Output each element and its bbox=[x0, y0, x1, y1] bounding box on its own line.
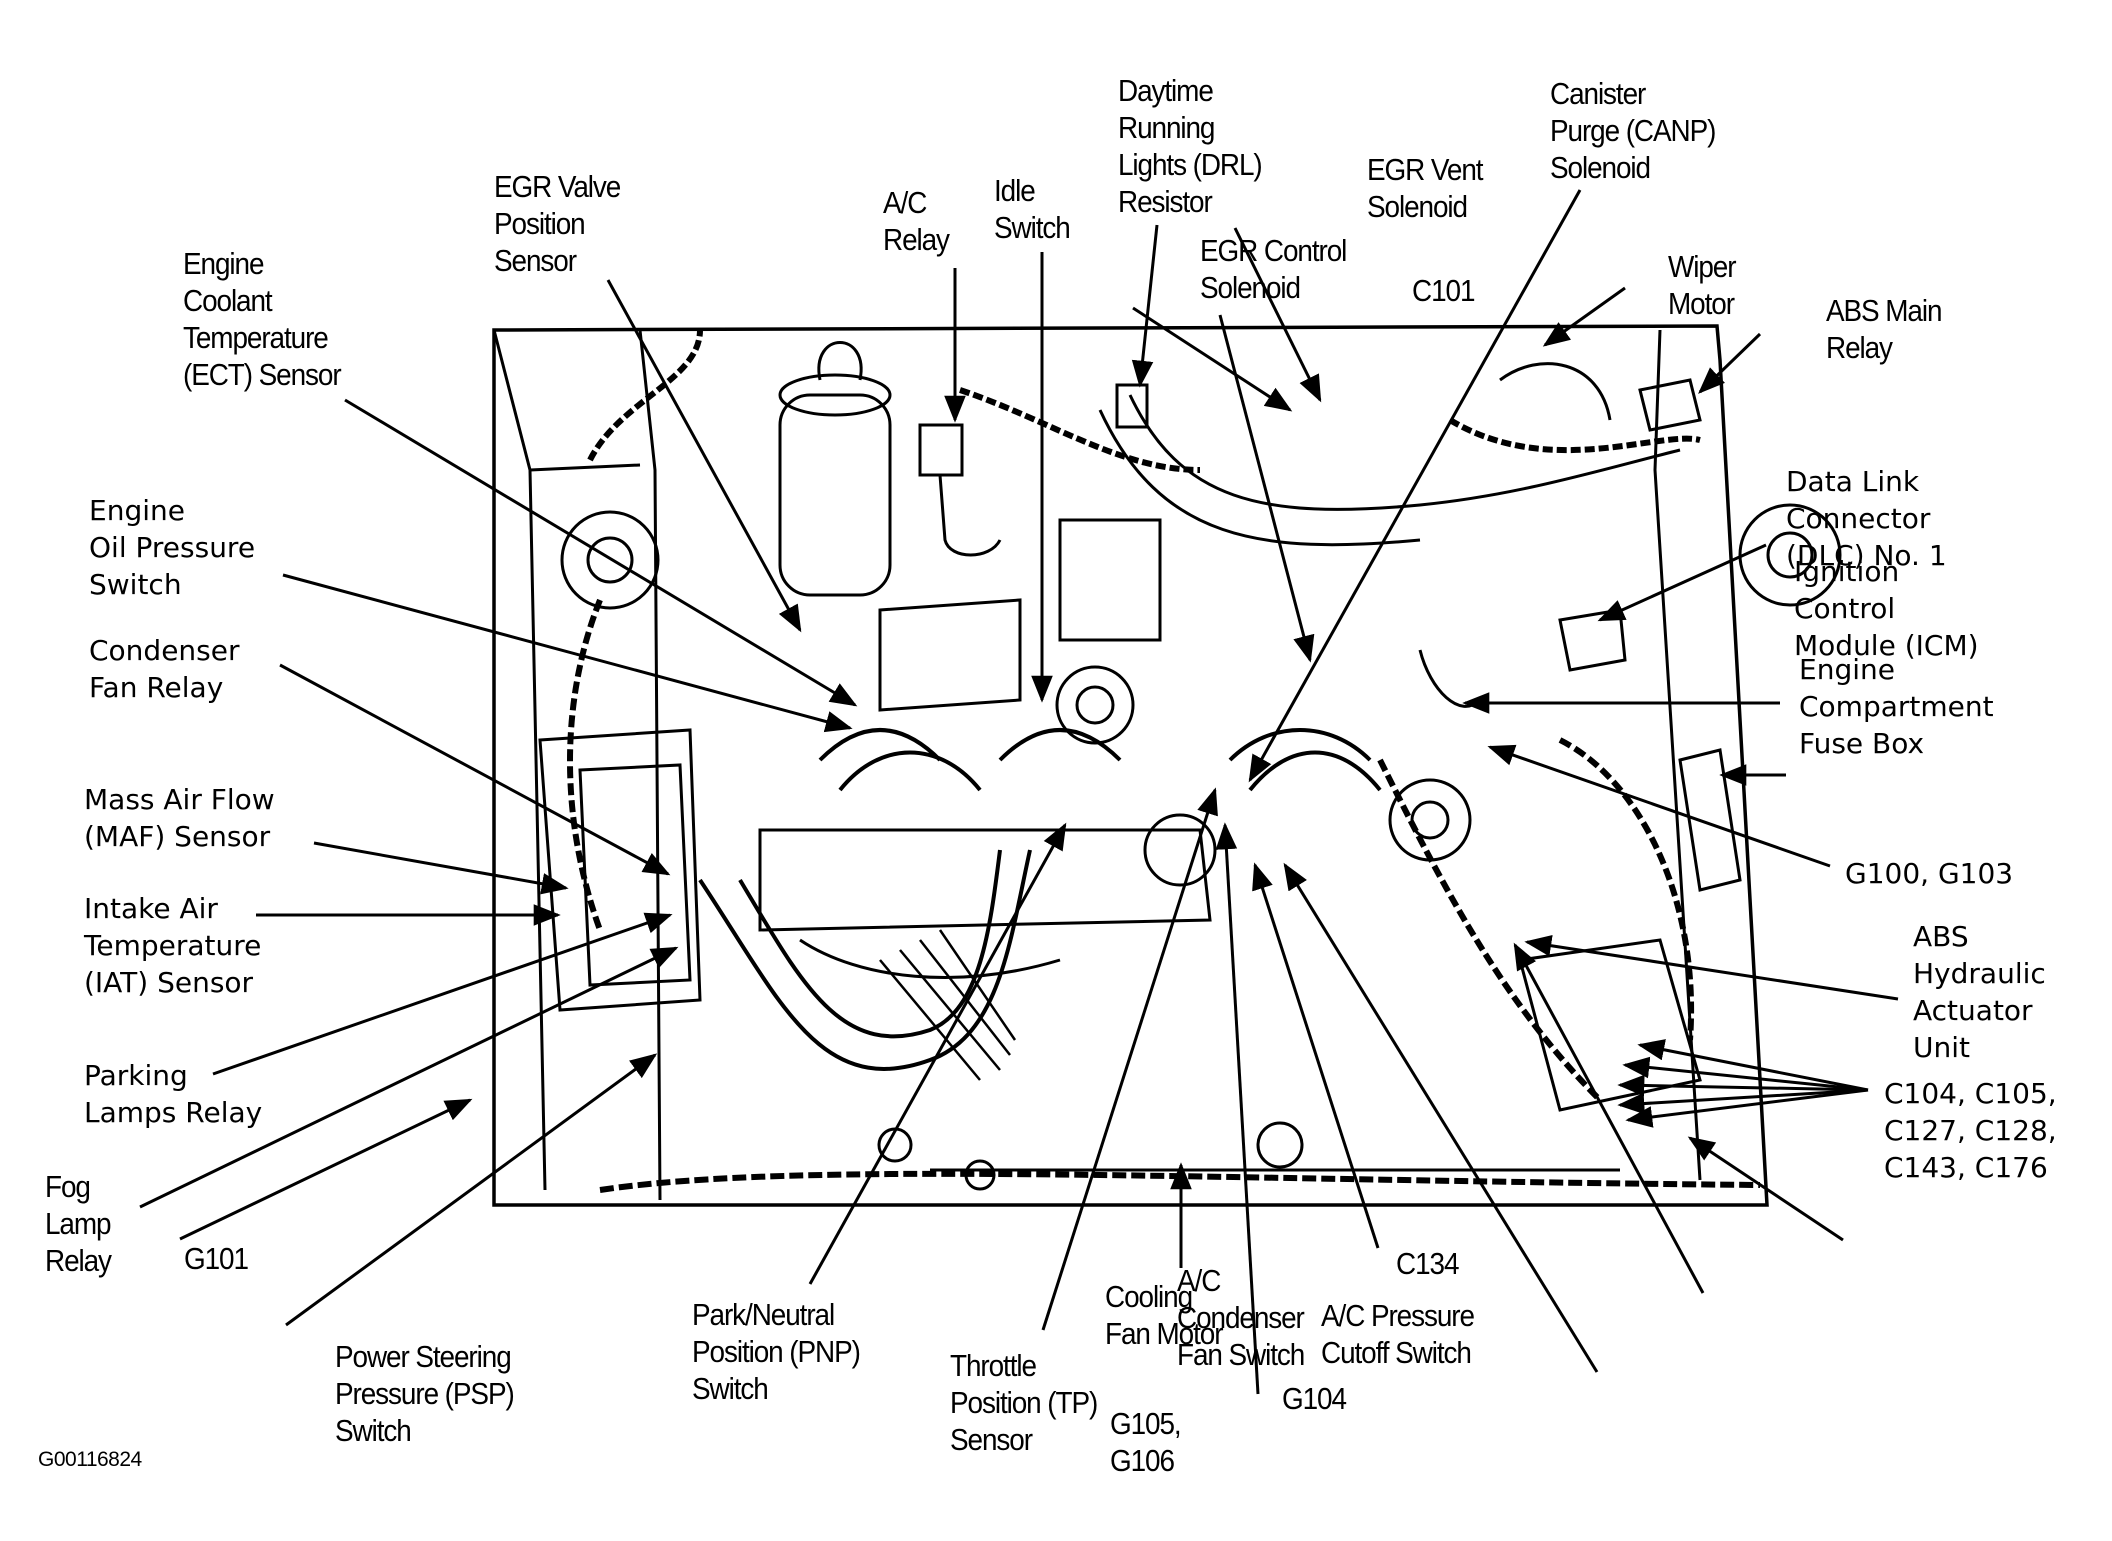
label-idle-switch: Idle Switch bbox=[994, 173, 1071, 245]
label-ac-relay: A/C Relay bbox=[883, 185, 950, 257]
label-icm: Ignition Control Module (ICM) bbox=[1794, 555, 1979, 662]
leader-fog-lamp bbox=[139, 946, 679, 1209]
label-fuse-box: Engine Compartment Fuse Box bbox=[1799, 653, 1994, 760]
leader-parking-lamps bbox=[212, 912, 673, 1076]
leader-wiper bbox=[1542, 286, 1626, 347]
label-g104: G104 bbox=[1282, 1381, 1347, 1416]
leader-abs-hydraulic bbox=[1524, 935, 1899, 1001]
label-egr-valve-position-sensor: EGR Valve Position Sensor bbox=[494, 169, 621, 278]
leader-oil-pressure bbox=[282, 573, 853, 733]
leader-connectors-4 bbox=[1617, 1088, 1869, 1115]
label-drl-resistor: Daytime Running Lights (DRL) Resistor bbox=[1118, 73, 1263, 219]
label-g105-g106: G105, G106 bbox=[1110, 1406, 1182, 1478]
leader-c101 bbox=[1218, 314, 1315, 663]
label-psp-switch: Power Steering Pressure (PSP) Switch bbox=[335, 1339, 515, 1448]
leader-drl bbox=[1131, 224, 1159, 388]
leader-ect bbox=[344, 398, 858, 707]
leader-egr-valve-position bbox=[606, 279, 802, 633]
label-g100-g103: G100, G103 bbox=[1845, 857, 2014, 890]
leader-dlc bbox=[1597, 543, 1767, 622]
label-c134: C134 bbox=[1396, 1246, 1459, 1281]
label-oil-pressure-switch: Engine Oil Pressure Switch bbox=[89, 494, 256, 601]
label-dlc: Data Link Connector (DLC) No. 1 bbox=[1786, 465, 1947, 572]
leader-tp bbox=[1041, 787, 1218, 1331]
leader-egr-vent bbox=[1233, 227, 1322, 403]
leader-maf bbox=[313, 841, 569, 895]
leader-lines bbox=[139, 189, 1899, 1395]
leader-pnp bbox=[808, 822, 1067, 1285]
label-condenser-fan-relay: Condenser Fan Relay bbox=[89, 634, 240, 704]
leader-connectors-1 bbox=[1637, 1039, 1869, 1092]
label-ac-condenser-fan-switch: A/C Condenser Fan Switch bbox=[1177, 1263, 1305, 1372]
label-wiper-motor: Wiper Motor bbox=[1668, 249, 1737, 321]
leader-g100-g103 bbox=[1487, 744, 1831, 868]
label-pnp-switch: Park/Neutral Position (PNP) Switch bbox=[692, 1297, 861, 1406]
leader-ac-condenser-fan-switch bbox=[1252, 862, 1380, 1249]
label-c101: C101 bbox=[1412, 273, 1475, 308]
leader-connectors-2 bbox=[1622, 1056, 1869, 1092]
leader-g104 bbox=[1283, 862, 1599, 1373]
leader-canp bbox=[1248, 189, 1582, 783]
leader-c134 bbox=[1687, 1136, 1844, 1242]
leader-g105 bbox=[1215, 822, 1260, 1395]
label-parking-lamps-relay: Parking Lamps Relay bbox=[84, 1059, 263, 1129]
label-canp-solenoid: Canister Purge (CANP) Solenoid bbox=[1550, 76, 1716, 185]
label-tp-sensor: Throttle Position (TP) Sensor bbox=[950, 1348, 1098, 1457]
leader-ac-pressure-cutoff bbox=[1513, 942, 1705, 1294]
leader-abs-main-relay bbox=[1698, 332, 1762, 394]
leader-connectors-5 bbox=[1625, 1088, 1869, 1128]
label-fog-lamp-relay: Fog Lamp Relay bbox=[45, 1169, 112, 1278]
label-egr-control-solenoid: EGR Control Solenoid bbox=[1200, 233, 1347, 305]
label-abs-main-relay: ABS Main Relay bbox=[1826, 293, 1943, 365]
leader-g101 bbox=[179, 1098, 473, 1241]
label-g101: G101 bbox=[184, 1241, 249, 1276]
label-ect-sensor: Engine Coolant Temperature (ECT) Sensor bbox=[183, 246, 342, 392]
leader-psp bbox=[285, 1053, 658, 1327]
figure-id: G00116824 bbox=[38, 1448, 142, 1471]
label-abs-hydraulic-actuator: ABS Hydraulic Actuator Unit bbox=[1913, 920, 2046, 1064]
leader-connectors-3 bbox=[1617, 1074, 1869, 1097]
leader-egr-control bbox=[1132, 306, 1293, 412]
label-maf-sensor: Mass Air Flow (MAF) Sensor bbox=[84, 783, 275, 853]
label-connectors-group: C104, C105, C127, C128, C143, C176 bbox=[1884, 1077, 2057, 1184]
leader-condenser-fan-relay bbox=[279, 663, 671, 876]
label-cooling-fan-motor: Cooling Fan Motor bbox=[1105, 1279, 1224, 1351]
label-egr-vent-solenoid: EGR Vent Solenoid bbox=[1367, 152, 1484, 224]
label-ac-pressure-cutoff-switch: A/C Pressure Cutoff Switch bbox=[1321, 1298, 1475, 1370]
label-iat-sensor: Intake Air Temperature (IAT) Sensor bbox=[84, 892, 262, 999]
engine-components bbox=[538, 329, 1842, 1193]
